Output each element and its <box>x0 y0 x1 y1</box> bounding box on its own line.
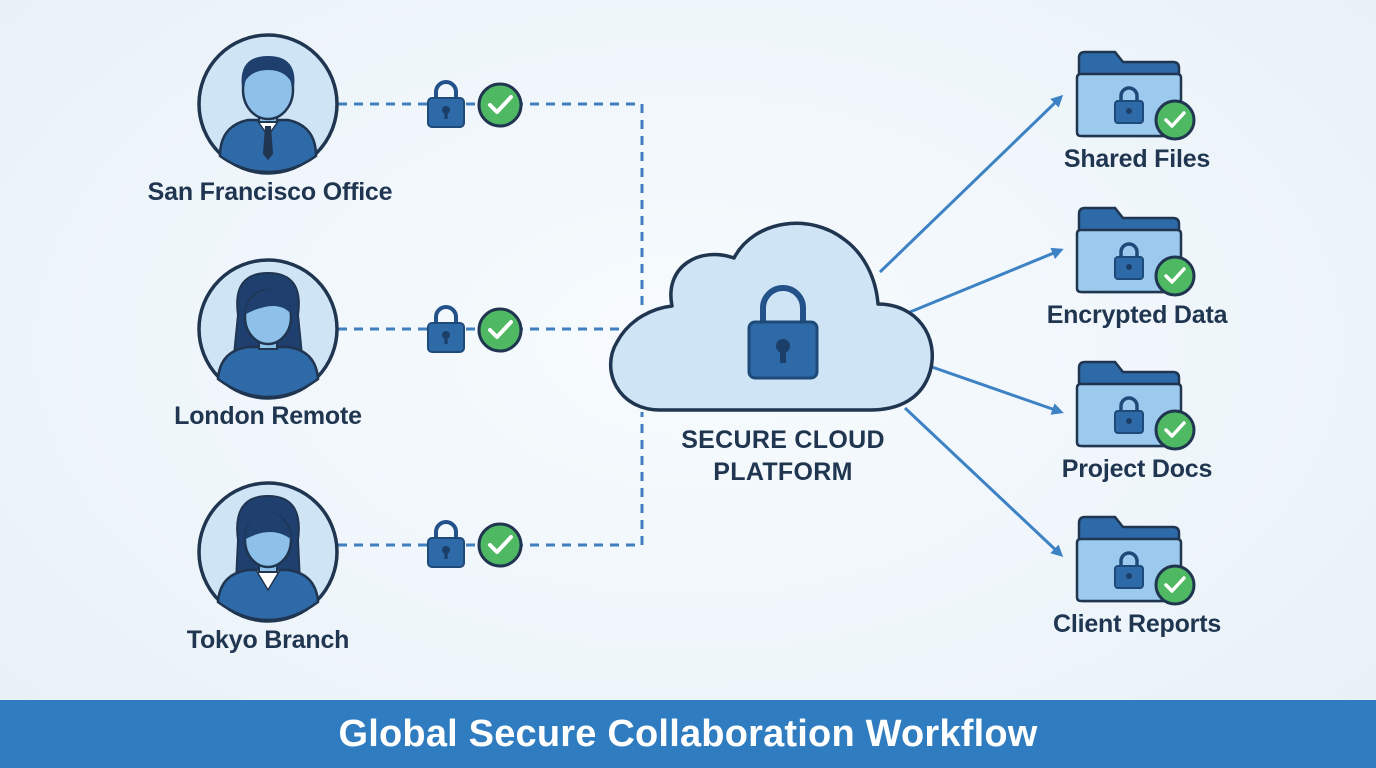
checkmark-icon <box>477 82 523 128</box>
user-label-london: London Remote <box>174 402 362 430</box>
padlock-icon <box>427 80 465 128</box>
resource-label-encrypted-data: Encrypted Data <box>1046 301 1228 329</box>
businesswoman-avatar-icon <box>197 481 339 623</box>
resource-arrows <box>878 94 1064 558</box>
resource-label-shared-files: Shared Files <box>1063 145 1211 173</box>
user-label-san-francisco: San Francisco Office <box>147 178 393 206</box>
resource-label-client-reports: Client Reports <box>1052 610 1222 638</box>
businessman-avatar-icon <box>197 33 339 175</box>
diagram-title: Global Secure Collaboration Workflow <box>338 712 1038 755</box>
arrow-to-encrypted-data <box>909 247 1064 314</box>
secure-folder-icon <box>1075 206 1196 297</box>
footer-banner: Global Secure Collaboration Workflow <box>0 700 1376 768</box>
arrow-to-project-docs <box>931 365 1064 415</box>
cloud-shape <box>608 221 934 412</box>
arrow-to-client-reports <box>903 406 1064 558</box>
secure-folder-icon <box>1075 360 1196 451</box>
padlock-icon <box>427 520 465 568</box>
padlock-icon <box>747 285 819 380</box>
resource-label-project-docs: Project Docs <box>1061 455 1213 483</box>
workflow-diagram <box>197 33 1196 623</box>
padlock-icon <box>427 305 465 353</box>
checkmark-icon <box>477 307 523 353</box>
cloud-platform-label: SECURE CLOUD PLATFORM <box>681 424 885 488</box>
woman-avatar-icon <box>197 258 339 400</box>
arrow-to-shared-files <box>878 94 1064 274</box>
secure-folder-icon <box>1075 50 1196 141</box>
cloud-label-line2: PLATFORM <box>713 458 853 486</box>
cloud-lock-icon <box>608 221 934 412</box>
user-label-tokyo: Tokyo Branch <box>186 626 350 654</box>
checkmark-icon <box>477 522 523 568</box>
secure-folder-icon <box>1075 515 1196 606</box>
cloud-label-line1: SECURE CLOUD <box>681 426 885 454</box>
connection-security-badges <box>427 80 523 568</box>
